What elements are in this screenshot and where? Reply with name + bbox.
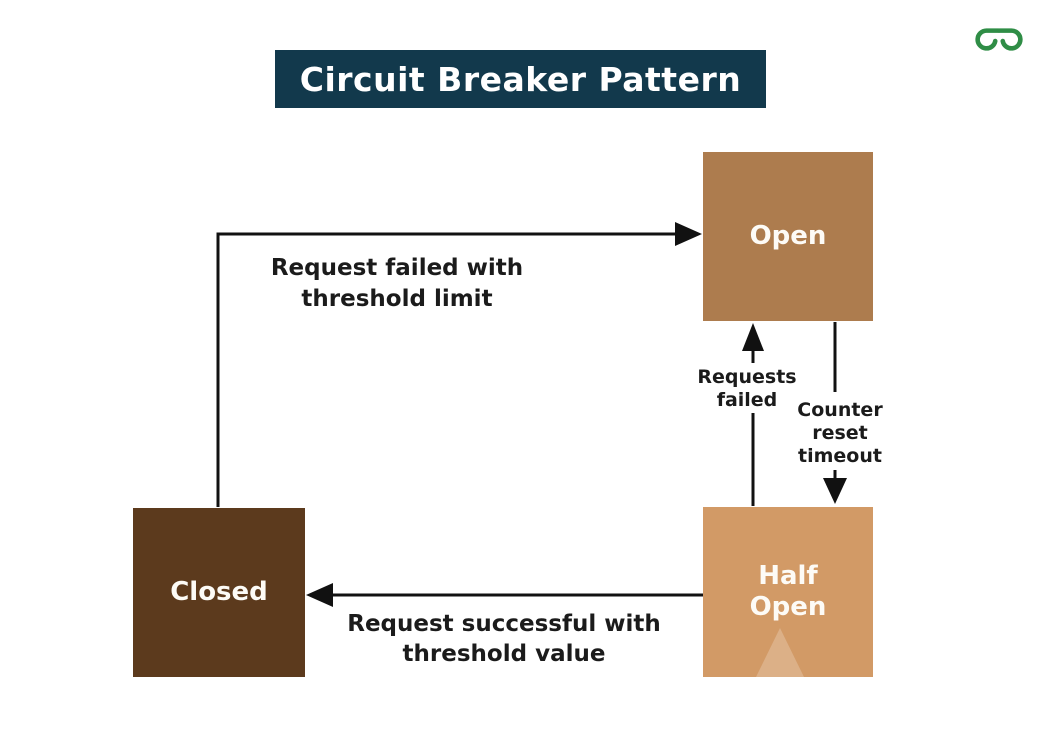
transition-label-half-open-to-closed: Request successful with threshold value [347, 611, 661, 667]
state-box-closed: Closed [133, 508, 305, 677]
transition-label-closed-to-open: Request failed with threshold limit [270, 255, 524, 312]
arrow-half-open-to-closed [306, 583, 703, 607]
logo-left-g [975, 28, 1001, 51]
state-box-half-open: Half Open [703, 507, 873, 677]
geeksforgeeks-logo-icon [975, 28, 1023, 51]
title-banner: Circuit Breaker Pattern [275, 50, 766, 108]
arrow-half-open-to-open [742, 323, 764, 506]
page-title: Circuit Breaker Pattern [299, 59, 742, 99]
state-label-open: Open [749, 221, 827, 251]
transition-label-half-open-to-open: Requests failed [697, 366, 797, 411]
state-box-open: Open [703, 152, 873, 321]
state-label-closed: Closed [170, 577, 268, 607]
state-label-half-open: Half Open [749, 561, 827, 622]
logo-right-g [997, 28, 1023, 51]
transition-label-open-to-half-open: Counter reset timeout [797, 399, 883, 467]
watermark-triangle-icon [756, 628, 804, 677]
